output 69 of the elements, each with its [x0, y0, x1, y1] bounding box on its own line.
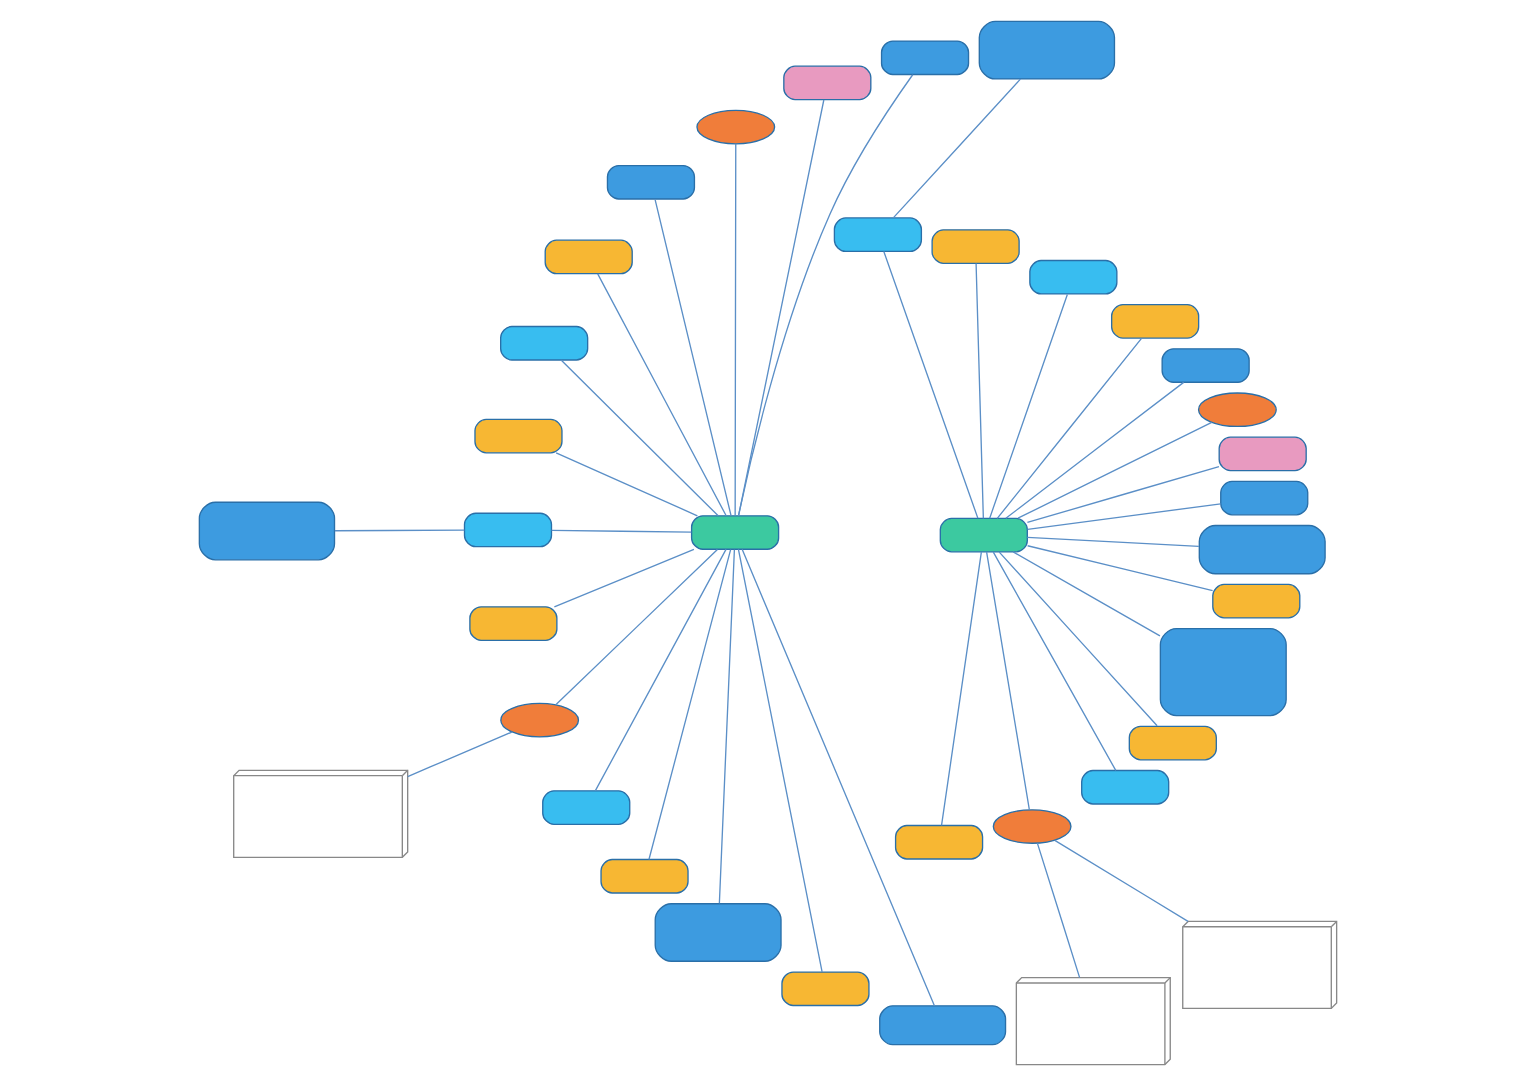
- node-box: [1212, 583, 1301, 619]
- connector: [1017, 421, 1213, 519]
- connector: [998, 551, 1158, 727]
- connector: [1054, 839, 1189, 922]
- node-box: [198, 501, 336, 561]
- connector: [1005, 381, 1185, 519]
- node-box: [500, 325, 589, 361]
- node-box: [1220, 480, 1309, 516]
- connector: [1012, 551, 1161, 637]
- node-box: [1159, 627, 1287, 717]
- node-box: [1218, 436, 1307, 472]
- connector: [741, 548, 936, 1007]
- node-box: [1081, 769, 1170, 805]
- node-box: [463, 512, 553, 548]
- node-box: [654, 903, 782, 962]
- node-box: [542, 790, 631, 825]
- connector: [737, 548, 823, 973]
- node-box: [1111, 303, 1200, 339]
- connector: [975, 262, 984, 520]
- node-ellipse: [1197, 392, 1277, 428]
- node-box: [1128, 725, 1217, 761]
- connector: [555, 452, 699, 517]
- node-box: [931, 229, 1020, 264]
- node-box: [879, 1005, 1007, 1046]
- connector: [737, 74, 914, 517]
- connector: [597, 273, 727, 517]
- connector: [1026, 545, 1214, 592]
- node-box: [600, 858, 689, 894]
- connector: [407, 731, 513, 778]
- node-box: [1198, 524, 1326, 575]
- node-box: [833, 217, 923, 253]
- connector: [737, 99, 825, 517]
- node-box: [474, 418, 563, 454]
- connector: [989, 293, 1068, 519]
- node-box: [978, 20, 1116, 80]
- connector: [892, 78, 1021, 219]
- node-box: [469, 606, 558, 641]
- node-box: [781, 971, 870, 1007]
- connector: [734, 143, 737, 517]
- node-box: [894, 824, 984, 860]
- connector: [555, 548, 719, 706]
- connector: [1026, 465, 1220, 524]
- node-box: [544, 239, 633, 275]
- connector: [334, 529, 465, 532]
- node-box: [1029, 259, 1118, 295]
- connector: [551, 529, 692, 533]
- connector: [940, 551, 983, 826]
- connector: [560, 359, 719, 517]
- node-box: [606, 164, 696, 200]
- connector: [985, 551, 1030, 811]
- connector: [594, 548, 727, 792]
- connector: [1026, 536, 1200, 547]
- connector: [996, 338, 1142, 519]
- connector: [553, 548, 695, 608]
- connector: [883, 250, 979, 519]
- node-box: [880, 40, 970, 76]
- connector: [992, 551, 1117, 772]
- connector: [1036, 842, 1081, 979]
- connector: [648, 548, 732, 861]
- node-ellipse: [696, 109, 776, 145]
- node-ellipse: [992, 809, 1072, 844]
- node-box: [1161, 348, 1250, 383]
- node-ellipse: [500, 702, 580, 738]
- connector: [654, 198, 732, 517]
- node-box: [783, 65, 872, 101]
- connector: [1026, 503, 1222, 530]
- connector: [718, 549, 736, 904]
- node-box: [690, 515, 780, 550]
- node-box: [939, 517, 1028, 553]
